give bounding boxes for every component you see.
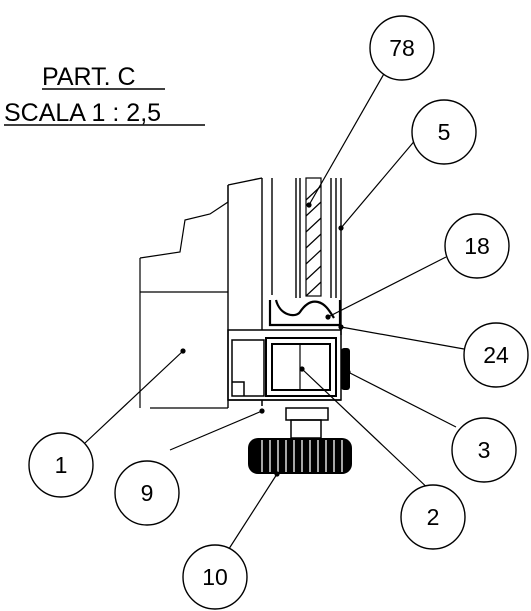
title-scale: SCALA 1 : 2,5 — [4, 99, 161, 127]
side-fixing — [341, 348, 350, 390]
callout-5: 5 — [411, 99, 477, 165]
callout-3-label: 3 — [478, 437, 491, 463]
knurled-adjuster — [248, 438, 352, 474]
leader-dots — [180, 202, 351, 477]
callout-78: 78 — [369, 15, 435, 81]
callout-78-label: 78 — [389, 35, 415, 61]
callout-24-label: 24 — [483, 342, 509, 368]
frame-profile — [227, 177, 342, 408]
callout-10: 10 — [182, 544, 248, 610]
part-1-body — [139, 185, 229, 409]
callout-2-label: 2 — [427, 504, 440, 530]
callout-9-label: 9 — [141, 480, 154, 506]
glass-pane — [305, 177, 322, 297]
callout-18: 18 — [444, 213, 510, 279]
glazing-gasket — [268, 299, 342, 327]
callout-9: 9 — [114, 460, 180, 526]
callout-1-label: 1 — [55, 452, 68, 478]
callout-10-label: 10 — [202, 564, 228, 590]
callout-5-label: 5 — [438, 119, 451, 145]
bracket-block — [265, 337, 337, 397]
leader-lines — [84, 71, 465, 556]
callout-2: 2 — [400, 484, 466, 550]
detail-title: PART. C SCALA 1 : 2,5 — [4, 63, 205, 127]
foot-stem — [285, 407, 329, 439]
lower-frame — [227, 329, 342, 406]
callout-24: 24 — [463, 322, 529, 388]
title-part: PART. C — [42, 63, 136, 91]
callout-18-label: 18 — [464, 233, 490, 259]
callout-3: 3 — [451, 417, 517, 483]
callout-1: 1 — [28, 432, 94, 498]
